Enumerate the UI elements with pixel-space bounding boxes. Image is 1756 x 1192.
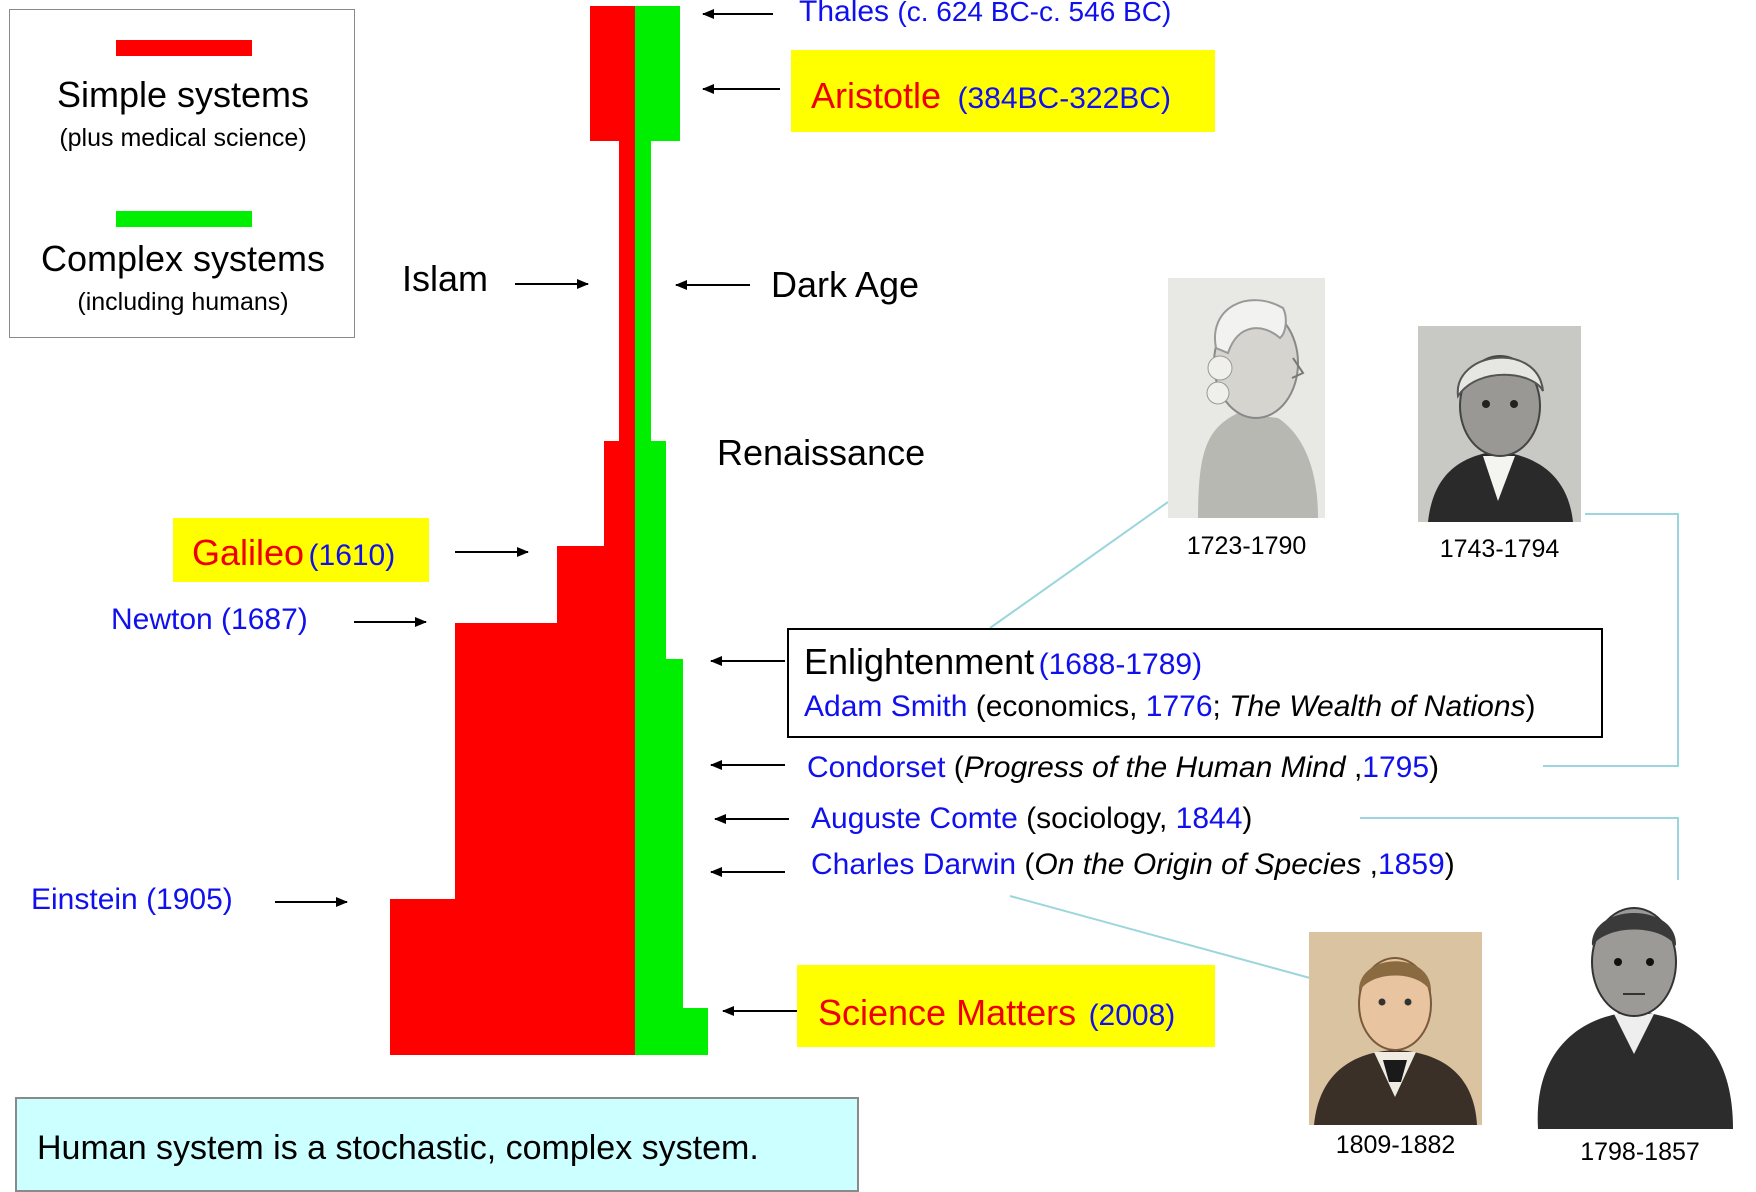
auguste-comte-portrait bbox=[1528, 884, 1740, 1129]
enlightenment-box bbox=[787, 628, 1603, 738]
legend-simple-swatch bbox=[116, 40, 252, 56]
darwin-comma: , bbox=[1369, 848, 1378, 881]
science-matters-label: Science Matters (2008) bbox=[818, 992, 1175, 1034]
complex-systems-bar bbox=[635, 6, 708, 1055]
enlightenment-title: Enlightenment bbox=[804, 641, 1035, 682]
legend-complex-swatch bbox=[116, 211, 252, 227]
galileo-name: Galileo bbox=[192, 532, 305, 573]
condorset-open: ( bbox=[953, 751, 964, 784]
adam-smith-name: Adam Smith bbox=[804, 690, 968, 723]
galileo-date: (1610) bbox=[308, 539, 396, 572]
darwin-close: ) bbox=[1444, 848, 1455, 881]
condorset-year: 1795 bbox=[1362, 751, 1430, 784]
science-matters-name: Science Matters bbox=[818, 992, 1077, 1033]
science-matters-date: (2008) bbox=[1088, 999, 1176, 1032]
smith-connector bbox=[989, 501, 1169, 629]
enlightenment-dates: (1688-1789) bbox=[1038, 648, 1203, 681]
galileo-label: Galileo (1610) bbox=[192, 532, 395, 574]
condorset-name: Condorset bbox=[807, 751, 946, 784]
comte-name: Auguste Comte bbox=[811, 802, 1018, 835]
darwin-book: On the Origin of Species bbox=[1034, 848, 1362, 881]
auguste-comte-years: 1798-1857 bbox=[1580, 1138, 1700, 1166]
comte-close: ) bbox=[1242, 802, 1253, 835]
darwin-open: ( bbox=[1024, 848, 1035, 881]
summary-box: Human system is a stochastic, complex sy… bbox=[15, 1097, 859, 1192]
comte-connector bbox=[1360, 817, 1679, 880]
aristotle-highlight bbox=[791, 50, 1215, 132]
thales-dates: (c. 624 BC-c. 546 BC) bbox=[897, 0, 1172, 27]
dark-age-label: Dark Age bbox=[771, 264, 920, 305]
aristotle-label: Aristotle (384BC-322BC) bbox=[811, 75, 1171, 117]
darwin-name: Charles Darwin bbox=[811, 848, 1017, 881]
darwin-row: Charles Darwin (On the Origin of Species… bbox=[811, 848, 1455, 882]
condorset-comma: , bbox=[1353, 751, 1363, 784]
condorcet-years: 1743-1794 bbox=[1439, 535, 1560, 563]
comte-field: (sociology, bbox=[1026, 802, 1168, 835]
summary-text: Human system is a stochastic, complex sy… bbox=[37, 1129, 759, 1167]
adam-smith-book: The Wealth of Nations bbox=[1229, 690, 1526, 723]
condorset-book: Progress of the Human Mind bbox=[963, 751, 1346, 784]
thales-label: Thales (c. 624 BC-c. 546 BC) bbox=[799, 0, 1171, 29]
darwin-year: 1859 bbox=[1377, 848, 1445, 881]
science-matters-highlight bbox=[797, 965, 1215, 1047]
islam-label: Islam bbox=[402, 258, 489, 299]
adam-smith-close: ) bbox=[1525, 690, 1536, 723]
legend-simple-subtitle: (plus medical science) bbox=[59, 124, 307, 152]
adam-smith-year: 1776 bbox=[1145, 690, 1213, 723]
comte-year: 1844 bbox=[1175, 802, 1243, 835]
renaissance-label: Renaissance bbox=[717, 432, 926, 473]
thales-name: Thales bbox=[799, 0, 890, 28]
galileo-highlight bbox=[173, 518, 429, 582]
legend-complex-subtitle: (including humans) bbox=[77, 288, 289, 316]
legend-simple-title: Simple systems bbox=[56, 74, 310, 115]
legend-complex-title: Complex systems bbox=[40, 238, 326, 279]
condorset-row: Condorset (Progress of the Human Mind ,1… bbox=[807, 751, 1439, 785]
adam-smith-years: 1723-1790 bbox=[1186, 532, 1307, 560]
aristotle-dates: (384BC-322BC) bbox=[957, 82, 1171, 115]
darwin-connector bbox=[1009, 895, 1311, 979]
einstein-label: Einstein (1905) bbox=[31, 883, 233, 916]
legend-box: Simple systems (plus medical science) Co… bbox=[9, 9, 355, 338]
comte-row: Auguste Comte (sociology, 1844) bbox=[811, 802, 1252, 836]
charles-darwin-years: 1809-1882 bbox=[1335, 1131, 1456, 1159]
newton-label: Newton (1687) bbox=[111, 603, 308, 636]
simple-systems-bar bbox=[390, 6, 635, 1055]
adam-smith-portrait bbox=[1168, 278, 1325, 518]
enlightenment-title-row: Enlightenment (1688-1789) bbox=[804, 641, 1202, 683]
condorcet-portrait bbox=[1418, 326, 1581, 522]
adam-smith-field: (economics, bbox=[975, 690, 1138, 723]
adam-smith-semicolon: ; bbox=[1212, 690, 1221, 723]
charles-darwin-portrait bbox=[1309, 932, 1482, 1125]
adam-smith-row: Adam Smith (economics, 1776; The Wealth … bbox=[804, 690, 1536, 724]
condorcet-connector bbox=[1543, 513, 1679, 767]
aristotle-name: Aristotle bbox=[811, 75, 942, 116]
condorset-close: ) bbox=[1429, 751, 1440, 784]
